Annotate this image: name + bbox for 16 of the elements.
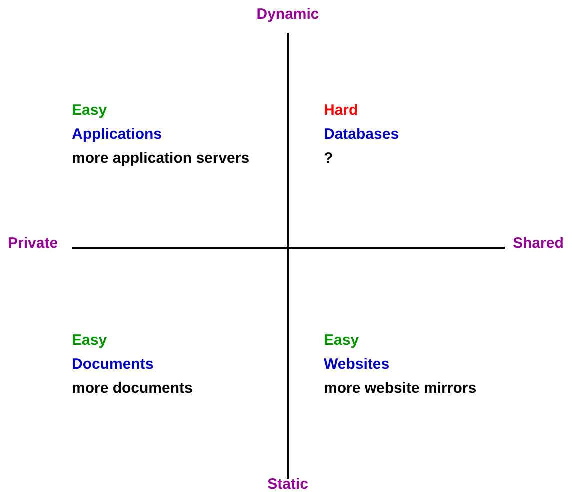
difficulty-label: Hard bbox=[324, 102, 358, 120]
description-text: more documents bbox=[72, 380, 193, 398]
axis-label: Private bbox=[8, 235, 58, 253]
description-text: more website mirrors bbox=[324, 380, 477, 398]
axis-label: Shared bbox=[513, 235, 564, 253]
description-text: more application servers bbox=[72, 150, 250, 168]
difficulty-label: Easy bbox=[72, 332, 108, 350]
category-label: Applications bbox=[72, 126, 162, 144]
difficulty-label: Easy bbox=[324, 332, 360, 350]
category-label: Databases bbox=[324, 126, 400, 144]
category-label: Websites bbox=[324, 356, 390, 374]
axis-label: Dynamic bbox=[256, 6, 320, 24]
axis-label: Static bbox=[268, 476, 308, 492]
difficulty-label: Easy bbox=[72, 102, 108, 120]
category-label: Documents bbox=[72, 356, 154, 374]
description-text: ? bbox=[324, 150, 334, 168]
